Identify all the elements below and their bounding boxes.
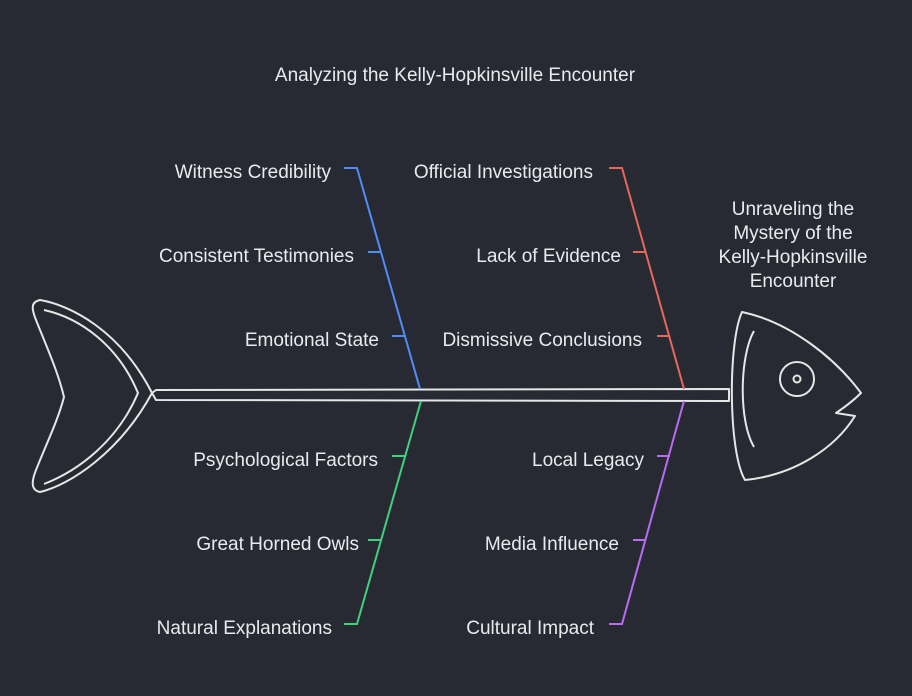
cause-emotional-state: Emotional State [244,330,379,351]
cause-psychological-factors: Psychological Factors [193,450,378,471]
problem-statement: Unraveling the Mystery of the Kelly-Hopk… [718,199,868,292]
bone-natural [344,400,422,625]
cause-lack-of-evidence: Lack of Evidence [476,246,621,267]
fish-head [730,311,862,481]
bone-witness [344,167,421,390]
diagram-title: Analyzing the Kelly-Hopkinsville Encount… [274,65,636,86]
cause-natural-explanations: Natural Explanations [156,618,332,639]
fish-eye-inner [792,374,802,384]
cause-great-horned-owls: Great Horned Owls [196,534,359,555]
cause-consistent-testimonies: Consistent Testimonies [158,246,354,267]
cause-cultural-impact: Cultural Impact [466,618,594,639]
cause-media-influence: Media Influence [484,534,619,555]
fish-spine [151,388,730,402]
fish-tail-inner [43,309,140,485]
cause-dismissive-conclusions: Dismissive Conclusions [442,330,642,351]
cause-local-legacy: Local Legacy [532,450,644,471]
fish-eye-outer [779,361,815,397]
fish-tail [31,299,153,493]
bone-cultural [609,400,685,625]
cause-witness-credibility: Witness Credibility [174,162,331,183]
fish-gill [741,330,755,448]
cause-official-investigations: Official Investigations [413,162,593,183]
bone-official [609,167,685,390]
